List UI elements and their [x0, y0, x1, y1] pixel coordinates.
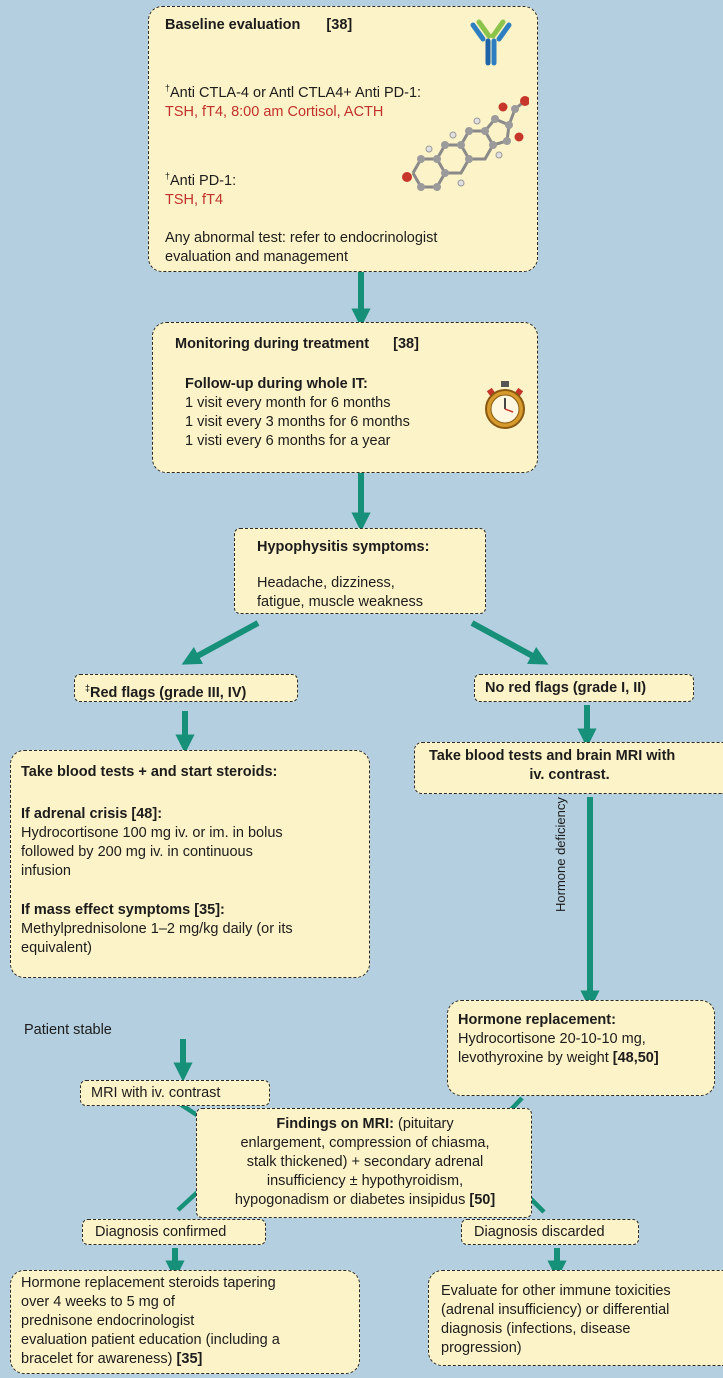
adrenal-line-3: infusion	[21, 863, 71, 879]
hormone-replacement-title: Hormone replacement:	[458, 1012, 616, 1028]
monitoring-box: Monitoring during treatment [38] Follow-…	[152, 322, 538, 473]
evaluate-line-4: progression)	[441, 1340, 522, 1356]
treatment-line-2: over 4 weeks to 5 mg of	[21, 1294, 175, 1310]
hormone-deficiency-label: Hormone deficiency	[553, 797, 568, 912]
evaluate-line-3: diagnosis (infections, disease	[441, 1321, 631, 1337]
dagger-mark: †	[165, 83, 171, 93]
mri-tests-box: Take blood tests and brain MRI with iv. …	[414, 742, 723, 794]
diagnosis-discarded-box: Diagnosis discarded	[461, 1219, 639, 1245]
steroid-molecule-icon	[402, 96, 529, 191]
monitoring-line-3: 1 visti every 6 months for a year	[185, 433, 391, 449]
hormone-replacement-box: Hormone replacement: Hydrocortisone 20-1…	[447, 1000, 715, 1096]
treatment-box: Hormone replacement steroids tapering ov…	[10, 1270, 360, 1374]
combo-label: Anti CTLA-4 or Antl CTLA4+ Anti PD-1:	[170, 84, 422, 101]
no-red-flags-label: No red flags (grade I, II)	[485, 680, 647, 696]
evaluate-other-box: Evaluate for other immune toxicities (ad…	[428, 1270, 723, 1366]
baseline-footer-2: evaluation and management	[165, 249, 348, 265]
monitoring-line-1: 1 visit every month for 6 months	[185, 395, 391, 411]
steroids-box: Take blood tests + and start steroids: I…	[10, 750, 370, 978]
red-flags-label: Red flags (grade III, IV)	[90, 684, 247, 701]
stopwatch-icon	[485, 381, 525, 429]
dagger-mark-2: †	[165, 171, 171, 181]
monitoring-subtitle: Follow-up during whole IT:	[185, 376, 368, 392]
findings-ref: [50]	[469, 1192, 496, 1208]
combo-tests: TSH, fT4, 8:00 am Cortisol, ACTH	[165, 103, 384, 120]
adrenal-line-2: followed by 200 mg iv. in continuous	[21, 844, 253, 860]
steroids-title: Take blood tests + and start steroids:	[21, 764, 278, 780]
arrow-symptoms-to-redflags	[181, 620, 260, 665]
symptoms-line-1: Headache, dizziness,	[257, 575, 395, 591]
monitoring-ref: [38]	[393, 336, 419, 352]
findings-title: Findings on MRI:	[276, 1116, 394, 1132]
adrenal-crisis-title: If adrenal crisis [48]:	[21, 806, 163, 822]
treatment-ref: [35]	[176, 1351, 203, 1367]
patient-stable-label: Patient stable	[24, 1022, 112, 1038]
mass-line-1: Methylprednisolone 1–2 mg/kg daily (or i…	[21, 921, 293, 937]
monitoring-line-2: 1 visit every 3 months for 6 months	[185, 414, 410, 430]
treatment-line-4: evaluation patient education (including …	[21, 1332, 280, 1348]
baseline-evaluation-box: Baseline evaluation [38] †Anti CTLA-4 or…	[148, 6, 538, 272]
findings-line-2: enlargement, compression of chiasma,	[240, 1135, 490, 1151]
hormone-replacement-line-2: levothyroxine by weight	[458, 1050, 613, 1066]
baseline-footer-1: Any abnormal test: refer to endocrinolog…	[165, 230, 438, 246]
symptoms-box: Hypophysitis symptoms: Headache, dizzine…	[234, 528, 486, 614]
findings-line-3: stalk thickened) + secondary adrenal	[246, 1154, 484, 1170]
treatment-line-1: Hormone replacement steroids tapering	[21, 1275, 276, 1291]
treatment-line-3: prednisone endocrinologist	[21, 1313, 195, 1329]
arrow-symptoms-to-noredflags	[470, 620, 549, 665]
mri-tests-line-1: Take blood tests and brain MRI with	[429, 748, 676, 764]
no-red-flags-box: No red flags (grade I, II)	[474, 674, 694, 702]
monitoring-title: Monitoring during treatment	[175, 336, 370, 352]
mri-contrast-box: MRI with iv. contrast	[80, 1080, 270, 1106]
red-flags-box: ‡Red flags (grade III, IV)	[74, 674, 298, 702]
treatment-line-5: bracelet for awareness)	[21, 1351, 177, 1367]
mri-tests-line-2: iv. contrast.	[529, 767, 610, 783]
mass-effect-title: If mass effect symptoms [35]:	[21, 902, 225, 918]
baseline-title: Baseline evaluation	[165, 17, 301, 33]
double-dagger-mark: ‡	[85, 683, 91, 693]
findings-line-5: hypogonadism or diabetes insipidus	[234, 1192, 470, 1208]
hormone-replacement-ref: [48,50]	[612, 1050, 659, 1066]
baseline-ref: [38]	[326, 17, 353, 33]
mass-line-2: equivalent)	[21, 940, 92, 956]
diagnosis-confirmed-box: Diagnosis confirmed	[82, 1219, 266, 1245]
pd1-label: Anti PD-1:	[170, 172, 237, 189]
findings-line-4: insufficiency ± hypothyroidism,	[266, 1173, 464, 1189]
findings-line-1: (pituitary	[393, 1116, 454, 1132]
pd1-tests: TSH, fT4	[165, 191, 224, 208]
mri-contrast-label: MRI with iv. contrast	[91, 1085, 221, 1101]
diagnosis-confirmed-label: Diagnosis confirmed	[95, 1224, 227, 1240]
evaluate-line-2: (adrenal insufficiency) or differential	[441, 1302, 670, 1318]
antibody-icon	[470, 19, 512, 66]
hormone-replacement-line-1: Hydrocortisone 20-10-10 mg,	[458, 1031, 646, 1047]
evaluate-line-1: Evaluate for other immune toxicities	[441, 1283, 671, 1299]
symptoms-line-2: fatigue, muscle weakness	[257, 594, 424, 610]
adrenal-line-1: Hydrocortisone 100 mg iv. or im. in bolu…	[21, 825, 283, 841]
diagnosis-discarded-label: Diagnosis discarded	[474, 1224, 605, 1240]
symptoms-title: Hypophysitis symptoms:	[257, 539, 430, 555]
findings-box: Findings on MRI: (pituitary enlargement,…	[196, 1108, 532, 1218]
